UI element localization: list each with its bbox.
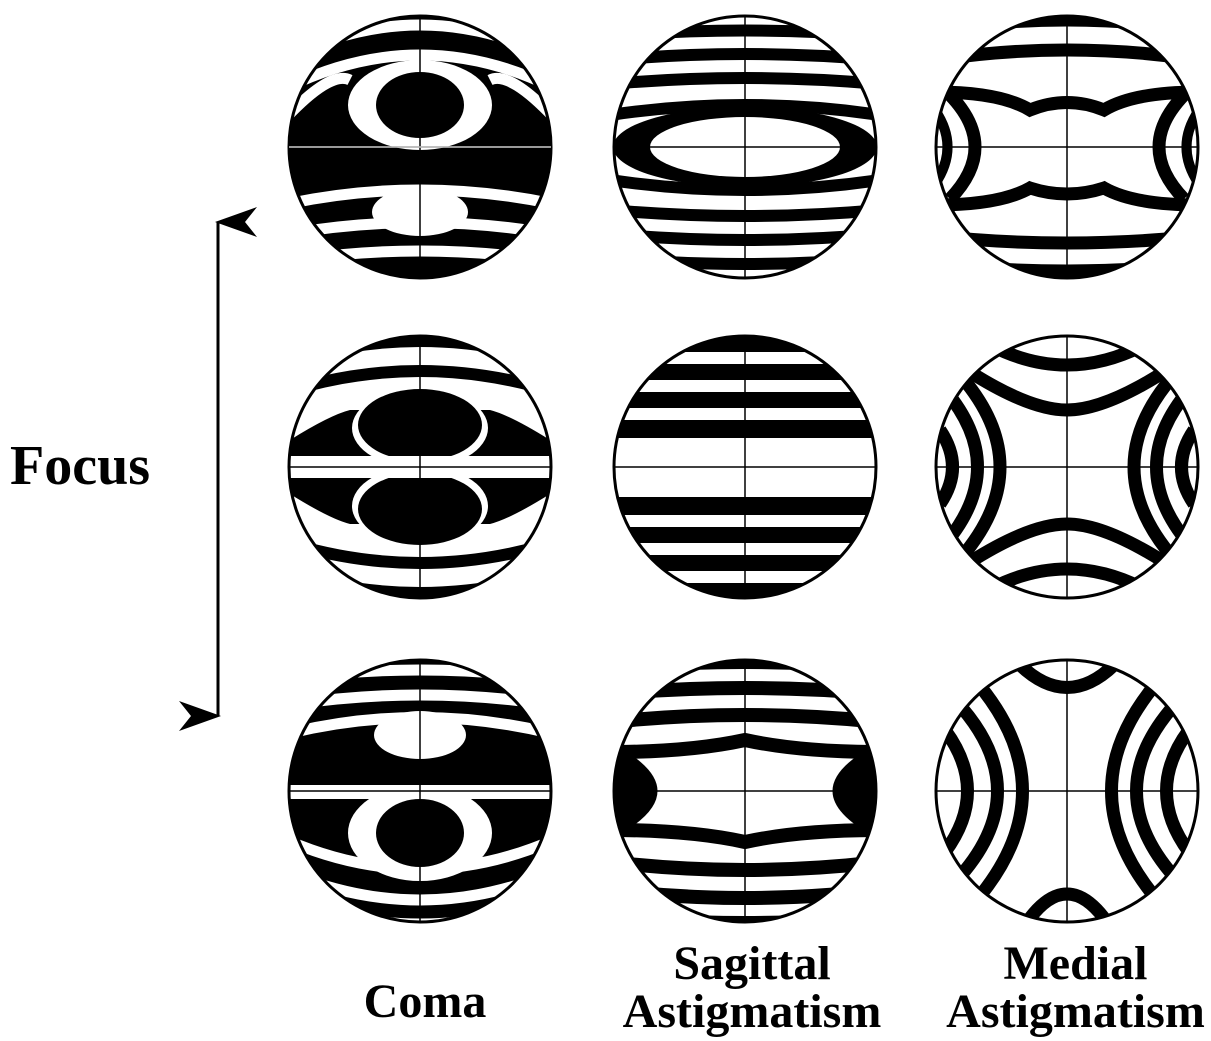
column-label-coma: Coma <box>300 978 550 1026</box>
column-label-medial-line-1: Medial <box>940 940 1211 988</box>
column-label-medial-line-2: Astigmatism <box>940 988 1211 1036</box>
column-label-coma-line-1: Coma <box>300 978 550 1026</box>
column-label-medial-astigmatism: Medial Astigmatism <box>940 940 1211 1036</box>
column-label-sagittal-line-1: Sagittal <box>612 940 892 988</box>
column-label-sagittal-line-2: Astigmatism <box>612 988 892 1036</box>
focus-axis-label: Focus <box>10 438 180 494</box>
column-label-sagittal-astigmatism: Sagittal Astigmatism <box>612 940 892 1036</box>
